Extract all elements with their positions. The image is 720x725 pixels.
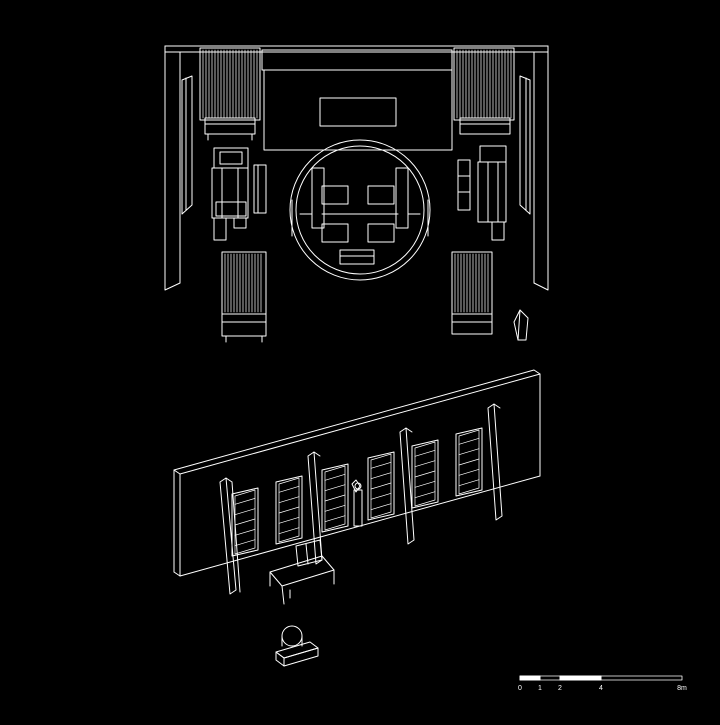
round-stool [281,625,303,647]
bottom-axonometric-view [173,369,541,667]
bookcase-inner [278,477,300,543]
standing-figure [351,479,363,527]
left-side-wall [164,45,193,291]
front-left-shelving [221,251,267,343]
long-wall [173,369,541,577]
bookcase-shelf [458,479,480,487]
bookcase-shelf [414,491,436,499]
bookcase-shelf [414,449,436,457]
bookcase [455,427,483,497]
front-right-shelving [451,251,493,335]
bookcase-inner [234,489,256,555]
bookcase-inner [370,453,392,519]
bookcase-shelf [234,508,256,516]
bookcase-shelf [324,473,346,481]
bookcase-shelf [458,437,480,445]
left-back-shelving [199,47,261,121]
bookcase-shelf [278,527,300,535]
bookcase [231,487,259,557]
bookcase-shelf [234,518,256,526]
bookcase-shelf [370,472,392,480]
bookcase-shelf [324,484,346,492]
right-bench [459,117,511,135]
bookcase [321,463,349,533]
back-wall [164,45,549,71]
circular-platform [289,139,431,281]
bookcase-shelf [414,480,436,488]
bookcase-shelf [278,485,300,493]
bookcase [411,439,439,509]
scale-label-8m: 8m [677,685,687,692]
small-bench [275,641,319,667]
bookcase-shelf [370,461,392,469]
bookcase-inner [458,429,480,495]
bookcase-shelf [324,494,346,502]
bookcase-shelf [414,470,436,478]
scale-label-2: 2 [558,685,562,692]
bookcase-inner [324,465,346,531]
bookcase-shelf [370,492,392,500]
bookcase-shelf [278,496,300,504]
scale-label-0: 0 [518,685,522,692]
bookcase-shelf [458,468,480,476]
bookcase-inner [414,441,436,507]
left-display-unit [211,147,267,241]
sign-stand [513,309,529,341]
bookcase-shelf [278,506,300,514]
bookcase-shelf [234,539,256,547]
central-stage [263,69,453,151]
bookcase-shelf [234,497,256,505]
bookcase [275,475,303,545]
bookcase-shelf [324,504,346,512]
bookcase-panels [231,427,483,557]
left-bench [204,117,256,141]
right-side-wall [519,45,549,291]
bookcase [367,451,395,521]
right-back-shelving [453,47,515,121]
chair-back [295,539,323,567]
bookcase-shelf [370,482,392,490]
bookcase-shelf [458,458,480,466]
scale-label-4: 4 [599,685,603,692]
scale-bar: 0 1 2 4 8m [518,675,687,692]
bookcase-shelf [458,448,480,456]
scale-label-1: 1 [538,685,542,692]
bookcase-shelf [324,515,346,523]
bookcase-shelf [278,516,300,524]
wall-pillars [219,403,503,595]
bookcase-shelf [234,528,256,536]
bookcase-shelf [414,460,436,468]
right-display-unit [457,145,507,241]
top-axonometric-view [164,45,549,343]
table [269,555,335,605]
bookcase-shelf [370,503,392,511]
